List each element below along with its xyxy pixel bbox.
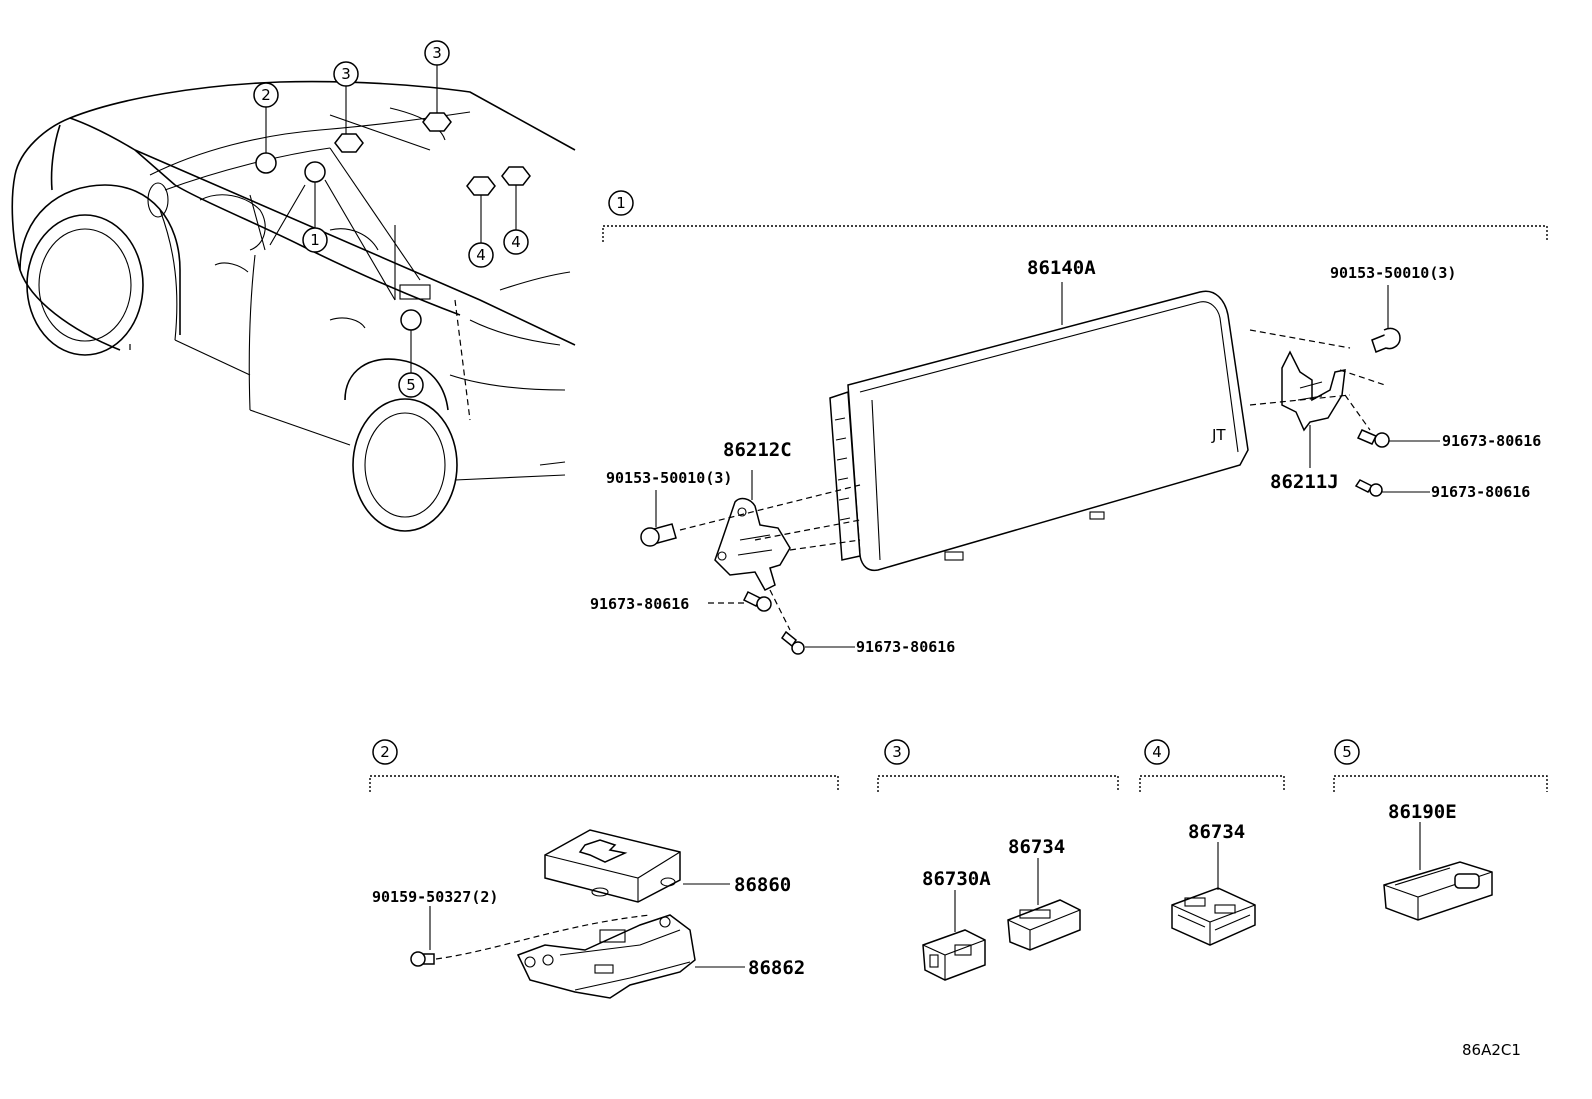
vehicle-callouts: 2 3 3 1 4 4 5 bbox=[253, 40, 529, 398]
callout-4b: 4 bbox=[511, 233, 521, 251]
part-86730A: 86730A bbox=[922, 868, 991, 890]
vehicle-illustration bbox=[11, 80, 576, 532]
group-5: 5 86190E bbox=[1333, 739, 1548, 921]
part-91673-80616-right1: 91673-80616 bbox=[1442, 432, 1541, 450]
group-3-label: 3 bbox=[892, 743, 902, 761]
part-86860: 86860 bbox=[734, 874, 791, 896]
part-86140A: 86140A bbox=[1027, 257, 1096, 279]
vehicle-markers bbox=[255, 65, 531, 373]
group-1-label: 1 bbox=[616, 194, 626, 212]
marker-3-hex-b bbox=[422, 112, 452, 132]
part-86734-g4: 86734 bbox=[1188, 821, 1245, 843]
reference-code: 86A2C1 bbox=[1462, 1041, 1521, 1059]
bracket-86862 bbox=[516, 914, 696, 999]
bolt-90153-top bbox=[1371, 327, 1401, 353]
callout-3a: 3 bbox=[341, 65, 351, 83]
part-86212C: 86212C bbox=[723, 439, 792, 461]
module-86860 bbox=[544, 829, 681, 903]
callout-5: 5 bbox=[406, 376, 416, 394]
group-2: 2 86860 86862 901 bbox=[369, 739, 839, 999]
marker-2-circle bbox=[255, 152, 277, 174]
group-5-label: 5 bbox=[1342, 743, 1352, 761]
group-4: 4 86734 bbox=[1139, 739, 1285, 946]
group-4-label: 4 bbox=[1152, 743, 1162, 761]
part-91673-80616-left2: 91673-80616 bbox=[856, 638, 955, 656]
screw-91673-right2 bbox=[1354, 479, 1383, 497]
marker-4-hex-b bbox=[501, 166, 531, 186]
part-90159-50327: 90159-50327(2) bbox=[372, 888, 498, 906]
marker-4-hex-a bbox=[466, 176, 496, 196]
callout-4a: 4 bbox=[476, 246, 486, 264]
bracket-86212C bbox=[714, 497, 791, 591]
marker-5-circle bbox=[400, 309, 422, 331]
callout-2: 2 bbox=[261, 86, 271, 104]
bracket-86211J bbox=[1281, 350, 1346, 432]
sensor-86730A bbox=[922, 929, 986, 981]
part-90153-50010-top: 90153-50010(3) bbox=[1330, 264, 1456, 282]
screw-91673-left2 bbox=[780, 630, 805, 655]
part-86862: 86862 bbox=[748, 957, 805, 979]
bolt-90153-left bbox=[640, 523, 677, 547]
svg-text:JT: JT bbox=[1211, 426, 1226, 444]
part-90153-50010-left: 90153-50010(3) bbox=[606, 469, 732, 487]
sensor-86734-g3 bbox=[1007, 899, 1081, 951]
callout-3b: 3 bbox=[432, 44, 442, 62]
screw-91673-left1 bbox=[742, 590, 772, 612]
part-86211J: 86211J bbox=[1270, 471, 1339, 493]
sensor-unit-86140A: JT bbox=[829, 290, 1249, 572]
screw-91673-right1 bbox=[1356, 429, 1390, 448]
part-91673-80616-right2: 91673-80616 bbox=[1431, 483, 1530, 501]
group-2-label: 2 bbox=[380, 743, 390, 761]
sensor-86734-g4 bbox=[1171, 887, 1256, 946]
marker-1-circle bbox=[304, 161, 326, 183]
part-86190E: 86190E bbox=[1388, 801, 1457, 823]
screw-90159 bbox=[410, 951, 435, 967]
part-91673-80616-left1: 91673-80616 bbox=[590, 595, 689, 613]
sensor-86190E bbox=[1383, 861, 1493, 921]
marker-3-hex-a bbox=[334, 133, 364, 153]
group-1: 1 JT 86140A 86211J bbox=[590, 190, 1548, 656]
callout-1: 1 bbox=[310, 231, 320, 249]
group-3: 3 86730A 86734 bbox=[877, 739, 1119, 981]
part-86734-g3: 86734 bbox=[1008, 836, 1065, 858]
